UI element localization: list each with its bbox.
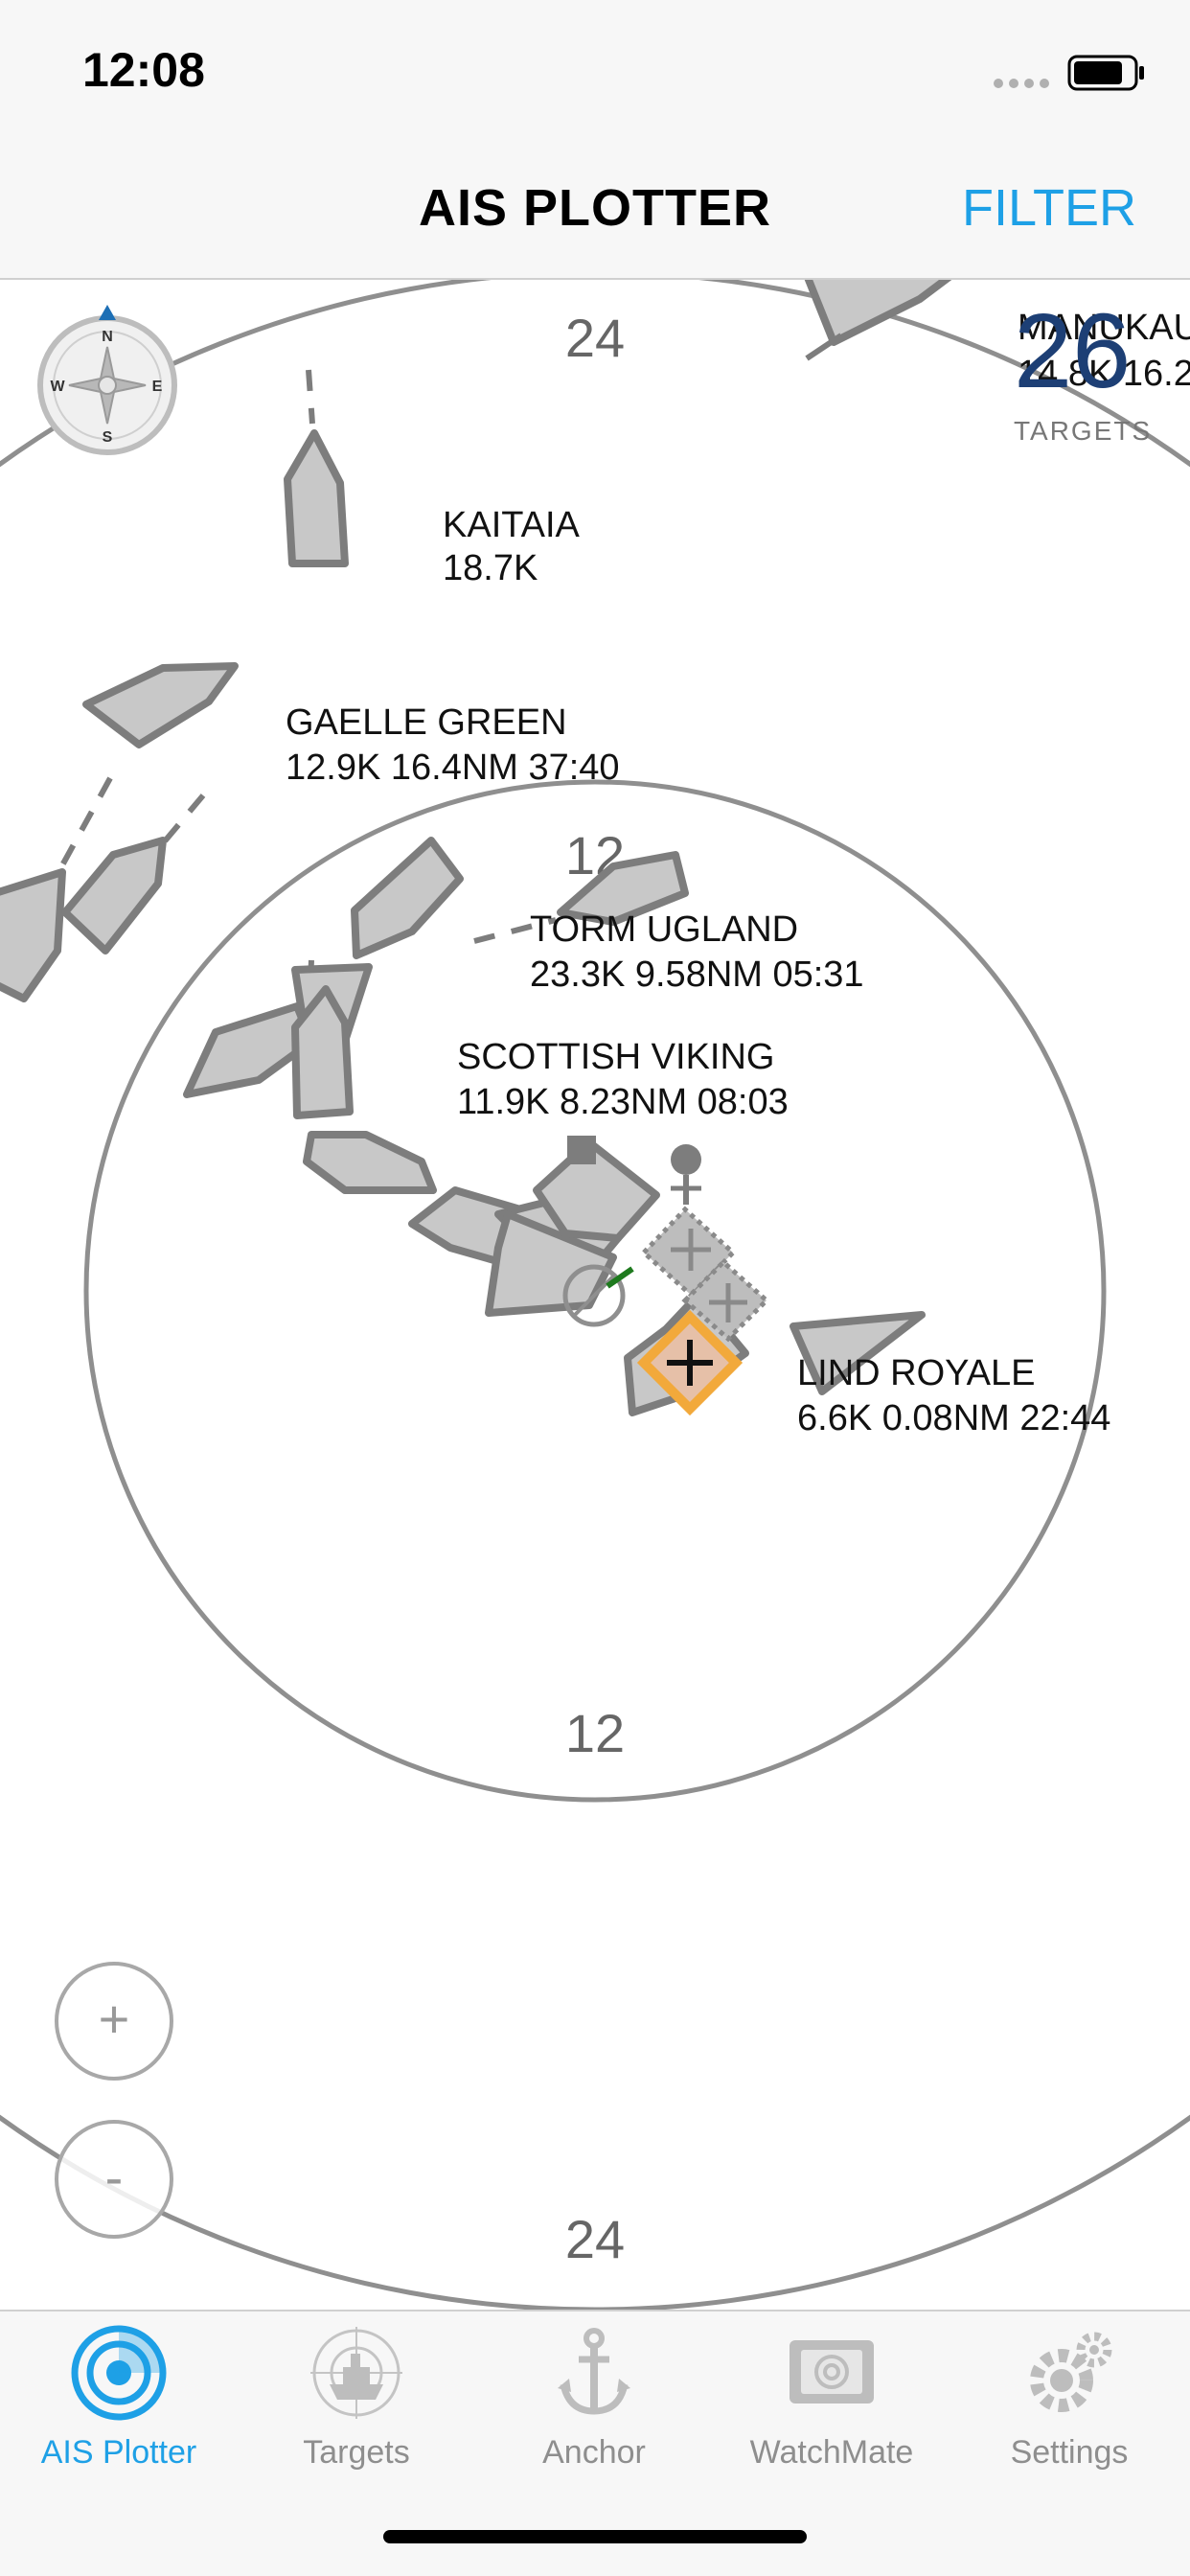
tab-anchor[interactable]: Anchor	[475, 2312, 713, 2503]
vessel-marker	[567, 1136, 596, 1164]
zoom-in-button[interactable]: +	[55, 1962, 173, 2081]
vessel-marker	[790, 1311, 926, 1395]
vessel-marker	[351, 837, 464, 959]
vessel-name: KAITAIA	[443, 505, 581, 545]
gear-icon	[1030, 2332, 1112, 2412]
battery-icon	[1067, 55, 1144, 91]
outer-ring-label-bottom: 24	[565, 2209, 625, 2269]
vessel-heading	[805, 333, 843, 361]
own-vessel-marker[interactable]	[636, 1309, 744, 1416]
tab-label: Settings	[1010, 2434, 1129, 2471]
anchor-point-marker	[562, 1264, 626, 1327]
vessel-info: 6.6K 0.08NM 22:44	[797, 1398, 1110, 1438]
vessel-marker	[303, 1131, 437, 1194]
tab-targets[interactable]: Targets	[238, 2312, 475, 2503]
vessel-marker	[82, 662, 239, 748]
vessel-info: 11.9K 8.23NM 08:03	[457, 1082, 789, 1122]
vessel-marker	[533, 1138, 660, 1242]
tab-ais-plotter[interactable]: AIS Plotter	[0, 2312, 238, 2503]
tab-label: WatchMate	[749, 2434, 914, 2471]
vessel-info: 14.8K 16.2	[1018, 354, 1190, 394]
compass-icon[interactable]: N S W E	[37, 305, 177, 455]
svg-text:S: S	[103, 429, 113, 446]
tab-label: Anchor	[542, 2434, 646, 2471]
svg-text:N: N	[102, 329, 113, 345]
vessel-marker	[485, 1210, 617, 1317]
vessel-labels: KAITAIA 18.7K GAELLE GREEN 12.9K 16.4NM …	[286, 308, 1190, 1438]
vessel-marker	[0, 868, 66, 1002]
target-count: 26	[1014, 292, 1131, 410]
tab-settings[interactable]: Settings	[950, 2312, 1188, 2503]
status-bar: 12:08	[0, 0, 1190, 134]
tab-label: Targets	[303, 2434, 410, 2471]
filter-button[interactable]: FILTER	[961, 179, 1136, 237]
vessel-name: SCOTTISH VIKING	[457, 1037, 774, 1077]
vessel-name: GAELLE GREEN	[286, 702, 567, 743]
vessel-marker	[804, 280, 952, 346]
svg-text:W: W	[50, 379, 65, 395]
vessel-marker	[557, 851, 689, 926]
zoom-out-button[interactable]: -	[55, 2120, 173, 2239]
vessel-name: TORM UGLAND	[530, 909, 798, 950]
vessel-marker	[291, 985, 354, 1119]
home-indicator	[383, 2530, 807, 2543]
target-count-label: TARGETS	[1014, 416, 1152, 446]
vessel-marker	[61, 837, 167, 954]
anchor-icon	[558, 2328, 630, 2415]
inner-range-ring	[83, 779, 1107, 1803]
vessel-info: 12.9K 16.4NM 37:40	[286, 748, 620, 788]
page-title: AIS PLOTTER	[418, 179, 771, 237]
tab-label: AIS Plotter	[40, 2434, 197, 2471]
vessel-name: LIND ROYALE	[797, 1353, 1035, 1393]
nav-bar: AIS PLOTTER FILTER	[0, 134, 1190, 280]
tab-watchmate[interactable]: WatchMate	[713, 2312, 950, 2503]
device-icon	[790, 2340, 874, 2404]
ais-plot[interactable]: 24 12 12 24	[0, 280, 1190, 2310]
status-time: 12:08	[82, 43, 205, 97]
ship-radar-icon	[310, 2327, 402, 2419]
vessel-info: 18.7K	[443, 548, 538, 588]
signal-icon	[994, 79, 1049, 88]
svg-text:E: E	[152, 379, 163, 395]
outer-ring-label-top: 24	[565, 308, 625, 368]
vessel-name: MANUKAU	[1018, 308, 1190, 348]
vessel-marker	[284, 429, 349, 567]
inner-ring-label-bottom: 12	[565, 1703, 625, 1763]
vessel-marker	[671, 1144, 701, 1175]
radar-icon	[71, 2325, 167, 2421]
vessel-targets[interactable]	[0, 280, 958, 1416]
vessel-info: 23.3K 9.58NM 05:31	[530, 954, 864, 995]
